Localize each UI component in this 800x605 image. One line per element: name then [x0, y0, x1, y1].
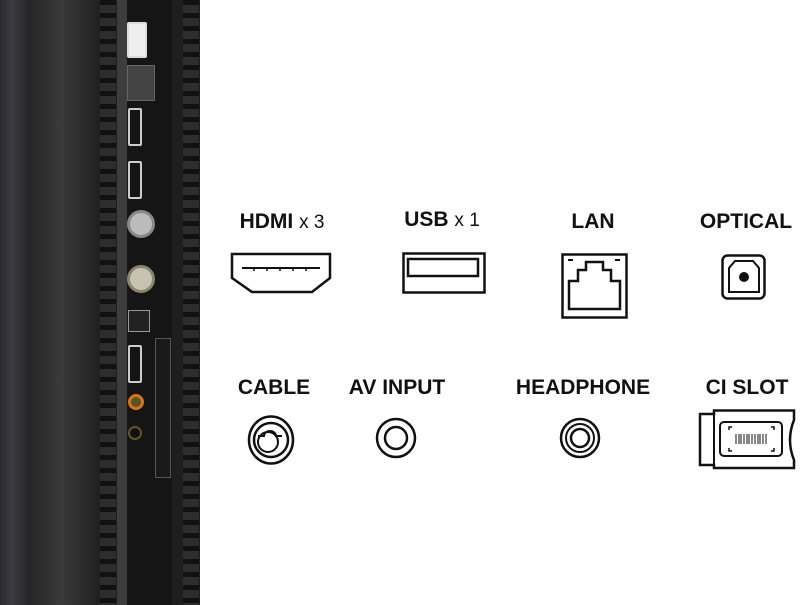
hdmi-port	[128, 345, 142, 383]
lan-label: LAN	[571, 210, 615, 233]
tv-side-panel-photo	[0, 0, 200, 605]
av-jack-icon	[375, 417, 417, 459]
satellite-port	[127, 265, 155, 293]
ci-slot	[155, 338, 171, 478]
tv-bezel	[0, 0, 30, 605]
headphone-port	[128, 426, 142, 440]
lan-port	[127, 65, 155, 101]
optical-port	[128, 310, 150, 332]
vent-strip	[100, 0, 116, 605]
usb-label: USB x 1	[404, 208, 480, 231]
usb-port	[127, 22, 147, 58]
av-input-label: AV INPUT	[348, 376, 446, 399]
headphone-label: HEADPHONE	[515, 376, 651, 399]
cable-label: CABLE	[237, 376, 311, 399]
headphone-jack-icon	[559, 417, 601, 459]
tv-rail	[117, 0, 127, 605]
tv-back-body	[30, 0, 100, 605]
hdmi-port	[128, 161, 142, 199]
lan-port-icon	[561, 253, 628, 319]
hdmi-label: HDMI x 3	[239, 210, 325, 233]
hdmi-port	[128, 108, 142, 146]
ci-card-icon	[698, 409, 796, 470]
optical-label: OPTICAL	[699, 210, 793, 233]
usb-port-icon	[402, 252, 486, 294]
vent-strip	[183, 0, 199, 605]
ci-slot-label: CI SLOT	[705, 376, 789, 399]
hdmi-port-icon	[230, 252, 332, 294]
optical-port-icon	[721, 254, 766, 300]
antenna-port	[127, 210, 155, 238]
av-port	[128, 394, 144, 410]
coax-port-icon	[247, 415, 295, 465]
